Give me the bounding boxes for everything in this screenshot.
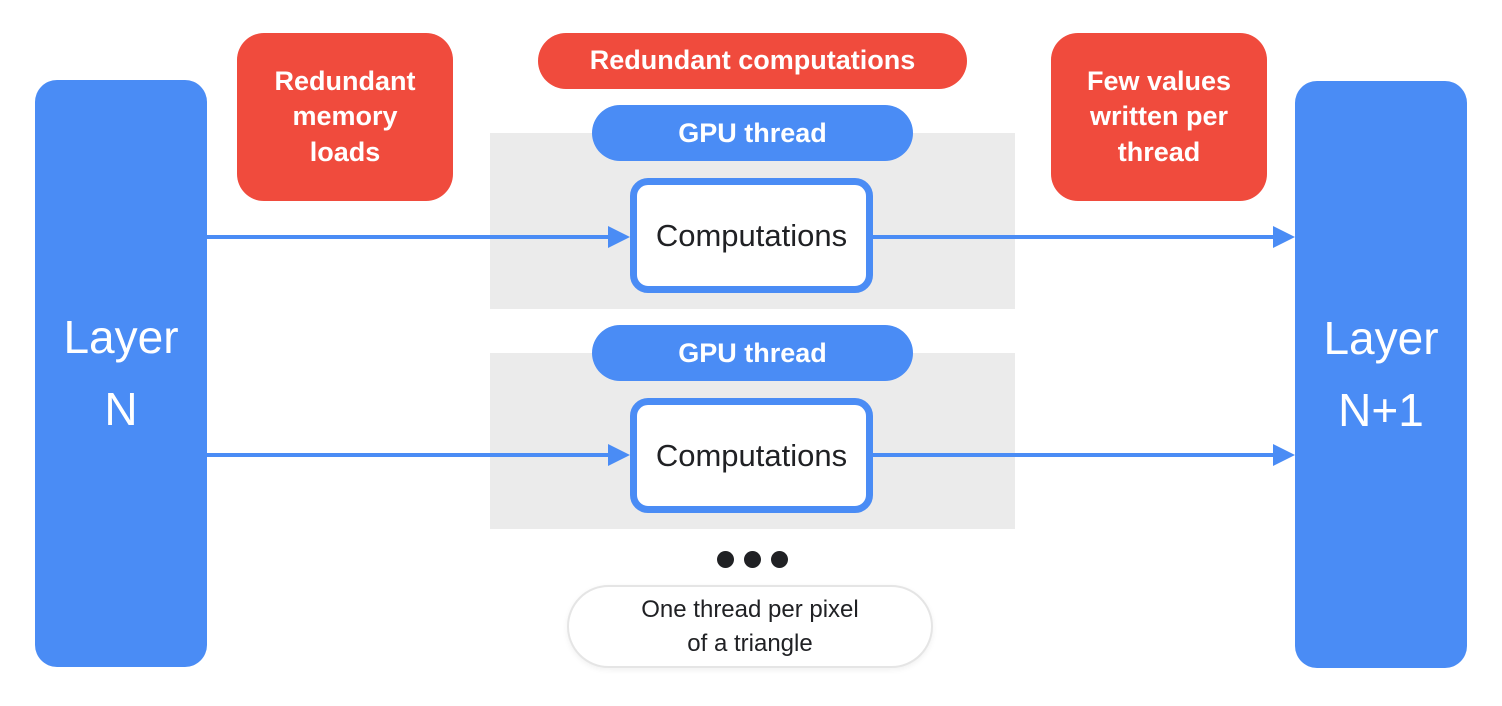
gpu-thread-pill-2: GPU thread <box>592 325 913 381</box>
ellipsis-dot <box>717 551 734 568</box>
note-one-thread-per-pixel: One thread per pixel of a triangle <box>567 585 933 668</box>
layer-n-plus-1-box: Layer N+1 <box>1295 81 1467 668</box>
computations-box-1: Computations <box>630 178 873 293</box>
arrow-line-output-2 <box>873 453 1273 457</box>
arrow-line-input-2 <box>207 453 608 457</box>
note-redundant-memory-loads: Redundant memory loads <box>237 33 453 201</box>
arrow-line-output-1 <box>873 235 1273 239</box>
arrowhead-output-1 <box>1273 226 1295 248</box>
arrowhead-input-2 <box>608 444 630 466</box>
arrow-line-input-1 <box>207 235 608 239</box>
ellipsis-dot <box>771 551 788 568</box>
arrowhead-output-2 <box>1273 444 1295 466</box>
arrowhead-input-1 <box>608 226 630 248</box>
ellipsis-icon <box>717 551 788 568</box>
ellipsis-dot <box>744 551 761 568</box>
gpu-thread-pill-1: GPU thread <box>592 105 913 161</box>
layer-n-box: Layer N <box>35 80 207 667</box>
note-few-values-written: Few values written per thread <box>1051 33 1267 201</box>
note-redundant-computations: Redundant computations <box>538 33 967 89</box>
computations-box-2: Computations <box>630 398 873 513</box>
